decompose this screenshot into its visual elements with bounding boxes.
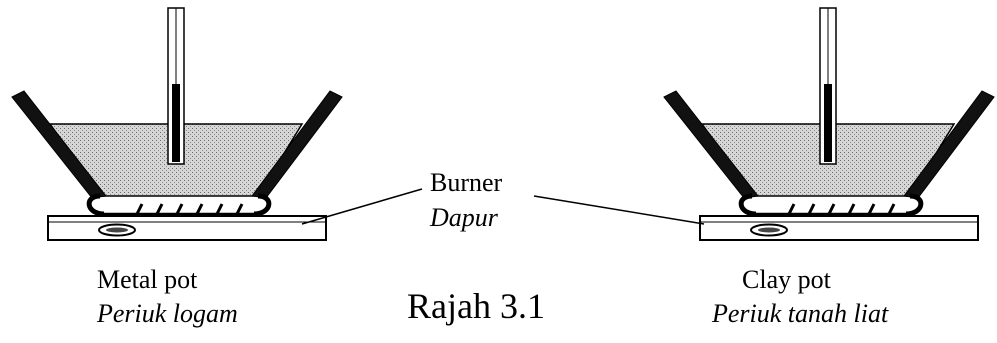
burner-label-en: Burner xyxy=(430,168,503,197)
right-pot-label-en: Clay pot xyxy=(742,265,831,294)
left-burner-leader xyxy=(301,188,423,225)
left-pot-label-ms: Periuk logam xyxy=(97,299,238,328)
figure-caption: Rajah 3.1 xyxy=(407,286,545,326)
left-pot-label-en: Metal pot xyxy=(97,265,198,294)
left-metal-pot-apparatus xyxy=(12,8,342,240)
burner-label-ms: Dapur xyxy=(430,203,498,232)
right-pot-label-ms: Periuk tanah liat xyxy=(712,299,889,328)
right-clay-pot-apparatus xyxy=(664,8,994,240)
right-burner-leader xyxy=(533,195,705,225)
